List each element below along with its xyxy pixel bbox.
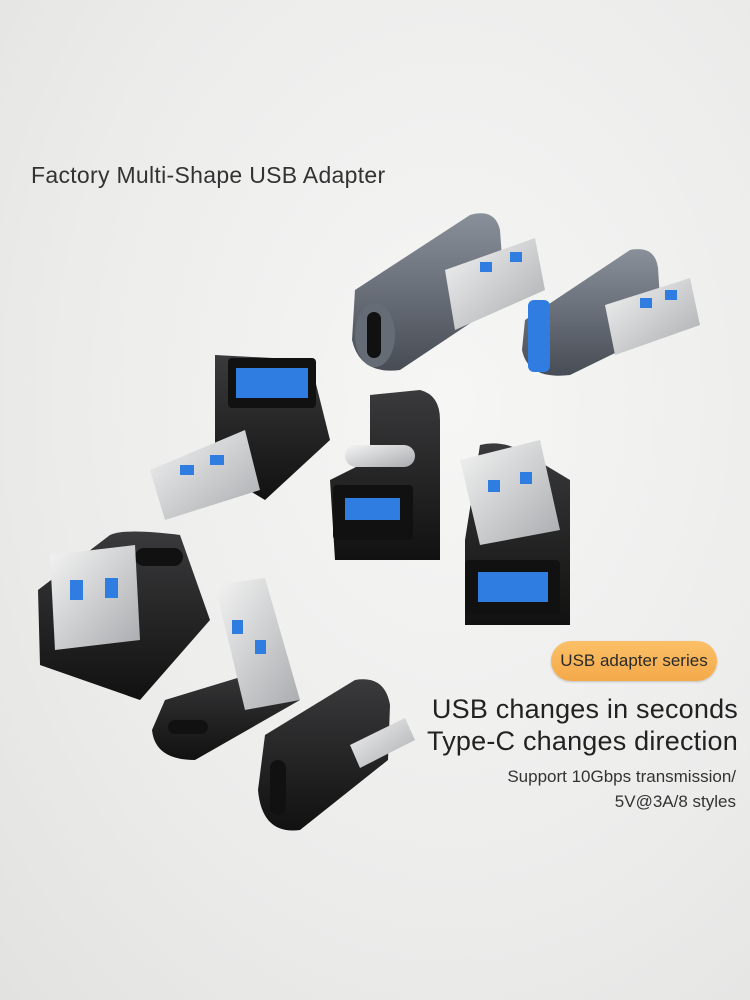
page-title: Factory Multi-Shape USB Adapter: [31, 162, 386, 188]
headline-usb: USB changes in seconds: [431, 694, 738, 724]
black-usb-a-elbow-adapter: [150, 355, 330, 520]
spec-line-1: Support 10Gbps transmission/: [507, 767, 736, 786]
black-usb-a-u-adapter: [460, 440, 570, 625]
black-usb-a-to-c-angled-adapter: [152, 578, 300, 760]
headline-type-c: Type-C changes direction: [427, 726, 738, 756]
grey-usb-c-adapter: [352, 213, 545, 371]
black-usb-c-u-adapter: [330, 390, 440, 560]
spec-line-2: 5V@3A/8 styles: [614, 792, 736, 811]
black-usb-c-right-angle-adapter: [258, 679, 415, 831]
black-usb-a-to-c-u-adapter: [38, 531, 210, 700]
series-badge: USB adapter series: [551, 641, 717, 681]
spec-subtitle: Support 10Gbps transmission/ 5V@3A/8 sty…: [416, 764, 736, 814]
grey-usb-a-adapter: [522, 249, 700, 376]
